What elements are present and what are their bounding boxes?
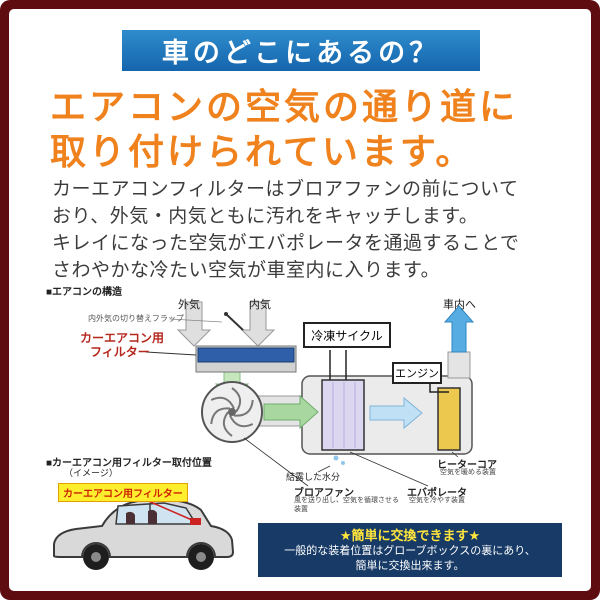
evaporator-shape [321, 379, 365, 451]
note-title: ★簡単に交換できます★ [339, 528, 481, 543]
note-line-1: 一般的な装着位置はグローブボックスの裏にあり、 [284, 545, 536, 557]
headline-line-2: 取り付けられています。 [50, 131, 475, 172]
car-illustration [53, 492, 235, 570]
blower-fan-label: ブロアファン [294, 488, 354, 499]
condensation-label: 結露した水分 [286, 472, 341, 482]
evaporator-label: エバポレータ [407, 488, 467, 499]
engine-box: エンジン [392, 362, 442, 384]
engine-pipe [429, 384, 449, 393]
evaporator-leader-line [349, 451, 429, 487]
easy-replace-note: ★簡単に交換できます★ 一般的な装着位置はグローブボックスの裏にあり、 簡単に交… [258, 523, 562, 577]
airflow-right-arrow-icon [263, 394, 319, 430]
description-line: さわやかな冷たい空気が車室内に入ります。 [52, 260, 441, 281]
mount-position-title: ■カーエアコン用フィルター取付位置 [46, 458, 212, 469]
blower-leader-line [243, 437, 309, 487]
water-drop-icon [333, 455, 339, 461]
filter-position-marker [190, 518, 201, 525]
flap-leader-line [169, 318, 223, 323]
inside-air-label: 内気 [249, 299, 271, 311]
to-cabin-label: 車内へ [443, 299, 476, 311]
description-line: カーエアコンフィルターはブロアファンの前について [52, 179, 519, 200]
evaporator-note: 空気を冷やす装置 [409, 497, 465, 504]
water-drop-icon [341, 461, 345, 465]
heater-core-shape [437, 387, 461, 451]
car-seat [148, 509, 157, 524]
condensation-leader-line [317, 465, 331, 473]
flap-pivot [224, 312, 228, 316]
outside-air-arrow-icon [176, 301, 212, 347]
flap-icon [225, 313, 244, 331]
to-cabin-arrow-icon [443, 305, 475, 353]
filter-leader-line [145, 351, 197, 356]
note-line-2: 簡単に交換出来ます。 [355, 560, 465, 572]
cabin-duct [447, 351, 471, 379]
filter-label-line-2: フィルター [90, 345, 150, 359]
heater-core-label: ヒーターコア [437, 460, 497, 471]
heater-core-note: 空気を暖める装置 [440, 469, 496, 476]
headline: エアコンの空気の通り道に 取り付けられています。 [50, 84, 518, 174]
fan-blades [210, 387, 254, 437]
flap-label: 内外気の切り替えフラップ [88, 314, 184, 323]
fan-hub [228, 408, 236, 416]
filter-label: カーエアコン用 フィルター [80, 331, 164, 359]
car-seat [126, 511, 135, 524]
page-title: 車のどこにあるの？ [122, 30, 480, 71]
filter-label-line-1: カーエアコン用 [80, 331, 165, 345]
heater-leader-line [451, 451, 459, 458]
refrigeration-cycle-box: 冷凍サイクル [303, 322, 391, 348]
headline-line-1: エアコンの空気の通り道に [50, 86, 519, 127]
cooled-air-arrow-icon [369, 396, 423, 430]
mount-position-subtitle: （イメージ） [64, 468, 118, 478]
inside-air-arrow-icon [240, 301, 276, 347]
cabin-filter-shape [197, 347, 295, 363]
description-line: おり、外気・内気ともに汚れをキャッチします。 [52, 206, 479, 227]
blower-fan-note: 風を送り出し、空気を循環させる装置 [294, 497, 399, 513]
description-text: カーエアコンフィルターはブロアファンの前について おり、外気・内気ともに汚れをキ… [52, 176, 519, 284]
filter-position-tag: カーエアコン用フィルター [58, 483, 188, 502]
description-line: キレイになった空気がエバポレータを通過することで [52, 233, 520, 254]
outside-air-label: 外気 [178, 299, 200, 311]
diagram-title: ■エアコンの構造 [46, 287, 123, 298]
